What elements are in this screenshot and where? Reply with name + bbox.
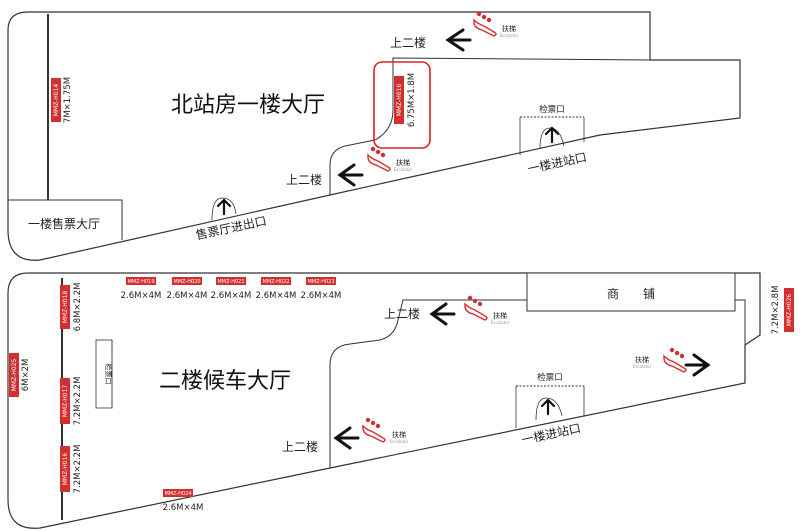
arrow-left-icon <box>337 163 364 187</box>
arrow-up-icon <box>540 398 556 416</box>
lower-outline <box>7 272 761 529</box>
escalator-en: Escalator <box>491 320 510 325</box>
upper-exit: 售票厅进出口 <box>194 197 268 242</box>
upper-plan: 一楼售票大厅 北站房一楼大厅 MMZ-H014 7M×1.75M MMZ-H01… <box>7 11 741 261</box>
ad-h025-size: 6M×2M <box>21 359 31 392</box>
arrow-right-icon <box>684 353 711 377</box>
lower-up-2f-mid-label: 上二楼 <box>282 439 318 454</box>
ad-h017-size: 7.2M×2.2M <box>73 377 83 426</box>
left-ads: MMZ-H018 6.8M×2.2M MMZ-H017 7.2M×2.2M MM… <box>60 283 83 494</box>
ad-h025-code: MMZ-H025 <box>11 359 18 392</box>
upper-curve-wall <box>329 57 651 195</box>
up-2f-mid-label: 上二楼 <box>286 172 322 187</box>
escalator-icon <box>473 11 497 37</box>
ad-h016-upper-size: 6.75M×1.8M <box>407 73 417 127</box>
ad-h022-size: 2.6M×4M <box>256 291 297 301</box>
escalator-icon <box>464 295 488 321</box>
escalator-en: Escalator <box>390 439 409 444</box>
escalator-label: 扶梯 <box>392 430 406 439</box>
ad-h024-code: MMZ-H024 <box>164 491 191 497</box>
ad-h026-code: MMZ-H026 <box>786 294 793 327</box>
side-ticket-check: 检票口 <box>95 339 113 409</box>
lower-entrance-label: 一楼进站口 <box>520 420 582 447</box>
ticket-hall-room <box>8 199 123 240</box>
arrow-up-icon <box>216 198 232 216</box>
upper-entrance-label: 一楼进站口 <box>526 149 588 176</box>
ticket-hall-label: 一楼售票大厅 <box>28 216 100 231</box>
lower-ticket-check: 检票口 一楼进站口 <box>515 372 585 447</box>
lower-plan: 商 铺 二楼候车大厅 检票口 MMZ-H019 2.6M×4M MMZ-H020… <box>7 272 794 529</box>
upper-title: 北站房一楼大厅 <box>171 93 325 118</box>
escalator-en: Escalator <box>394 167 413 172</box>
top-ads: MMZ-H019 2.6M×4M MMZ-H020 2.6M×4M MMZ-H0… <box>121 277 342 301</box>
lower-right-escalator: 扶梯 Escalator <box>633 347 711 377</box>
upper-outline <box>7 11 741 261</box>
ad-h014-size: 7M×1.75M <box>63 77 73 123</box>
lower-up-2f-mid: 上二楼 扶梯 Escalator <box>282 417 409 454</box>
ad-h018-code: MMZ-H018 <box>62 291 69 324</box>
ad-h019-code: MMZ-H019 <box>127 279 154 285</box>
upper-ticket-check-label: 检票口 <box>539 104 565 115</box>
arrow-left-icon <box>429 302 456 326</box>
ad-h026: MMZ-H026 7.2M×2.8M <box>771 286 794 335</box>
escalator-en: Escalator <box>500 33 519 38</box>
ad-h014-code: MMZ-H014 <box>53 84 60 117</box>
arrow-left-icon <box>333 426 360 450</box>
shop-block <box>526 272 736 312</box>
ad-h021-size: 2.6M×4M <box>211 291 252 301</box>
ad-h026-size: 7.2M×2.8M <box>771 286 781 335</box>
escalator-en: Escalator <box>633 364 652 369</box>
escalator-icon <box>663 347 687 373</box>
ad-h014: MMZ-H014 7M×1.75M <box>51 77 73 123</box>
lower-title: 二楼候车大厅 <box>159 369 291 394</box>
ad-h023-size: 2.6M×4M <box>301 291 342 301</box>
escalator-icon <box>367 146 391 172</box>
up-2f-top: 上二楼 扶梯 Escalator <box>390 11 519 52</box>
ad-h020-code: MMZ-H020 <box>173 279 200 285</box>
escalator-label: 扶梯 <box>635 355 649 364</box>
shop-label: 商 铺 <box>607 286 655 301</box>
escalator-label: 扶梯 <box>396 158 410 167</box>
arrow-up-icon <box>544 126 560 144</box>
ad-h017-code: MMZ-H017 <box>62 385 69 418</box>
ad-h021-code: MMZ-H021 <box>217 279 244 285</box>
up-2f-top-label: 上二楼 <box>390 35 426 50</box>
ad-h020-size: 2.6M×4M <box>167 291 208 301</box>
ad-h024-size: 2.6M×4M <box>163 503 204 513</box>
ad-h019-size: 2.6M×4M <box>121 291 162 301</box>
ad-h024: MMZ-H024 2.6M×4M <box>163 489 204 513</box>
ad-h022-code: MMZ-H022 <box>262 279 289 285</box>
ad-h016-code: MMZ-H016 <box>62 453 69 486</box>
escalator-icon <box>362 417 386 443</box>
up-2f-mid: 上二楼 扶梯 Escalator <box>286 146 413 187</box>
arrow-left-icon <box>445 28 472 52</box>
escalator-label: 扶梯 <box>502 24 516 33</box>
lower-up-2f-top: 上二楼 扶梯 Escalator <box>384 295 510 326</box>
escalator-label: 扶梯 <box>493 311 507 320</box>
ad-h016-upper-code: MMZ-H016 <box>396 84 403 117</box>
lower-curve-wall <box>329 299 746 468</box>
ad-h023-code: MMZ-H023 <box>307 279 334 285</box>
ad-h018-size: 6.8M×2.2M <box>73 283 83 332</box>
ad-h016-size: 7.2M×2.2M <box>73 445 83 494</box>
ad-h016-upper: MMZ-H016 6.75M×1.8M <box>373 61 431 149</box>
lower-ticket-check-label: 检票口 <box>537 372 563 383</box>
side-ticket-check-label: 检票口 <box>104 364 113 385</box>
lower-up-2f-top-label: 上二楼 <box>384 306 420 321</box>
ad-h025: MMZ-H025 6M×2M <box>9 353 31 397</box>
